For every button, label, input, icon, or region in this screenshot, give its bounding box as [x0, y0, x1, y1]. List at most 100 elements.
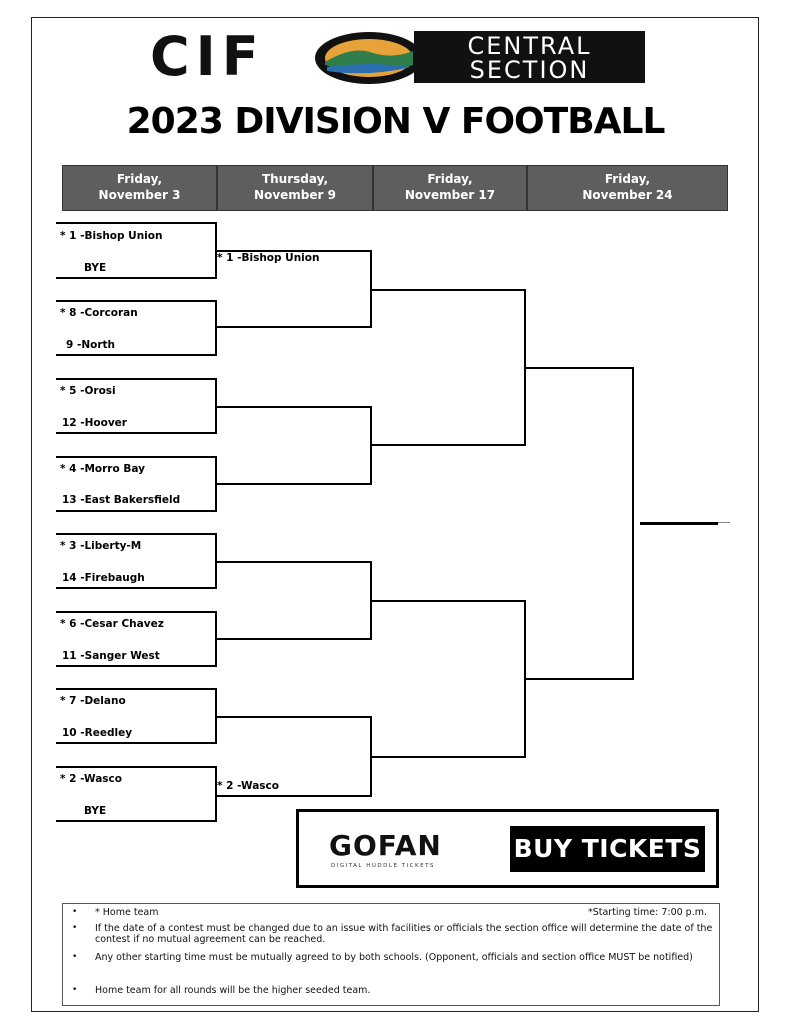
- note-start-time-change: Any other starting time must be mutually…: [95, 952, 693, 963]
- bracket-line: [217, 561, 372, 563]
- bullet-icon: •: [72, 952, 78, 962]
- bracket-line: [215, 378, 217, 434]
- gofan-logo: GOFAN DIGITAL HUDDLE TICKETS: [329, 830, 475, 874]
- team-seed-10: 10 -Reedley: [62, 727, 133, 739]
- champion-line: [640, 522, 718, 525]
- round-day: Friday,: [604, 172, 651, 186]
- bracket-line: [526, 678, 634, 680]
- bracket-line: [217, 483, 372, 485]
- bracket-line: [56, 587, 217, 589]
- bracket-line: [217, 250, 372, 252]
- page-title: 2023 DIVISION V FOOTBALL: [126, 101, 666, 142]
- bracket-line: [217, 638, 372, 640]
- round-date: November 24: [582, 188, 673, 202]
- bracket-line: [215, 222, 217, 279]
- team-seed-9: 9 -North: [66, 339, 115, 351]
- bracket-line: [56, 820, 217, 822]
- bracket-line: [56, 222, 217, 224]
- bracket-line: [56, 510, 217, 512]
- round-header-1: Friday, November 3: [62, 165, 217, 211]
- bracket-line: [215, 611, 217, 667]
- bracket-line: [524, 600, 526, 758]
- round-date: November 3: [98, 188, 181, 202]
- bracket-line: [215, 456, 217, 512]
- bracket-line: [632, 367, 634, 680]
- bracket-line: [215, 300, 217, 356]
- team-seed-4: * 4 -Morro Bay: [60, 463, 145, 475]
- round-header-2: Thursday, November 9: [217, 165, 373, 211]
- notes-box: • * Home team *Starting time: 7:00 p.m. …: [62, 903, 720, 1006]
- bullet-icon: •: [72, 907, 78, 917]
- bracket-line: [56, 766, 217, 768]
- team-seed-11: 11 -Sanger West: [62, 650, 160, 662]
- quarterfinal-team-bottom: * 2 -Wasco: [217, 780, 279, 792]
- bracket-line: [56, 277, 217, 279]
- bracket-line: [370, 250, 372, 328]
- round-header-3: Friday, November 17: [373, 165, 527, 211]
- team-seed-1: * 1 -Bishop Union: [60, 230, 163, 242]
- champion-line-tail: [718, 522, 730, 523]
- bracket-line: [56, 688, 217, 690]
- team-seed-2: * 2 -Wasco: [60, 773, 122, 785]
- bracket-line: [215, 533, 217, 589]
- bracket-line: [372, 289, 526, 291]
- bracket-line: [215, 688, 217, 744]
- team-seed-3: * 3 -Liberty-M: [60, 540, 142, 552]
- note-date-change: If the date of a contest must be changed…: [95, 923, 713, 945]
- note-home-team: * Home team: [95, 907, 159, 918]
- bracket-line: [526, 367, 634, 369]
- team-bye: BYE: [84, 262, 107, 274]
- round-date: November 17: [404, 188, 496, 202]
- bracket-line: [56, 354, 217, 356]
- logo-cif-text: CIF: [150, 25, 265, 88]
- team-bye: BYE: [84, 805, 107, 817]
- team-seed-6: * 6 -Cesar Chavez: [60, 618, 164, 630]
- round-date: November 9: [254, 188, 336, 202]
- bracket-line: [56, 456, 217, 458]
- bracket-line: [217, 326, 372, 328]
- team-seed-13: 13 -East Bakersfield: [62, 494, 181, 506]
- bracket-line: [217, 716, 372, 718]
- bracket-line: [56, 611, 217, 613]
- quarterfinal-team-top: * 1 -Bishop Union: [217, 252, 320, 264]
- bracket-line: [56, 533, 217, 535]
- logo-central-text: CENTRAL: [467, 32, 592, 60]
- bracket-line: [372, 444, 526, 446]
- bracket-line: [56, 300, 217, 302]
- bracket-line: [56, 378, 217, 380]
- gofan-tagline: DIGITAL HUDDLE TICKETS: [331, 863, 435, 869]
- bracket-line: [372, 756, 526, 758]
- bracket-line: [217, 795, 372, 797]
- bullet-icon: •: [72, 985, 78, 995]
- bracket-line: [372, 600, 526, 602]
- bracket-line: [215, 766, 217, 822]
- landscape-emblem-icon: [315, 32, 423, 84]
- round-header-4: Friday, November 24: [527, 165, 728, 211]
- logo-section-text: SECTION: [469, 56, 590, 84]
- team-seed-8: * 8 -Corcoran: [60, 307, 138, 319]
- team-seed-14: 14 -Firebaugh: [62, 572, 145, 584]
- cif-central-section-logo: CIF CENTRAL SECTION: [150, 25, 645, 88]
- bracket-line: [524, 289, 526, 446]
- bracket-line: [370, 561, 372, 640]
- bracket-line: [56, 742, 217, 744]
- note-start-time: *Starting time: 7:00 p.m.: [587, 907, 707, 918]
- buy-tickets-button[interactable]: BUY TICKETS: [510, 826, 705, 872]
- bracket-line: [56, 432, 217, 434]
- bracket-line: [56, 665, 217, 667]
- round-day: Thursday,: [261, 172, 329, 186]
- team-seed-7: * 7 -Delano: [60, 695, 126, 707]
- page-border: [31, 17, 759, 1012]
- round-day: Friday,: [427, 172, 473, 186]
- note-home-team-rule: Home team for all rounds will be the hig…: [95, 985, 371, 996]
- central-section-box: CENTRAL SECTION: [414, 31, 645, 83]
- gofan-wordmark: GOFAN: [329, 829, 442, 862]
- bracket-line: [370, 716, 372, 797]
- bracket-line: [370, 406, 372, 485]
- round-day: Friday,: [116, 172, 163, 186]
- bullet-icon: •: [72, 923, 78, 933]
- team-seed-12: 12 -Hoover: [62, 417, 127, 429]
- bracket-line: [217, 406, 372, 408]
- tickets-banner[interactable]: GOFAN DIGITAL HUDDLE TICKETS BUY TICKETS: [296, 809, 719, 888]
- team-seed-5: * 5 -Orosi: [60, 385, 116, 397]
